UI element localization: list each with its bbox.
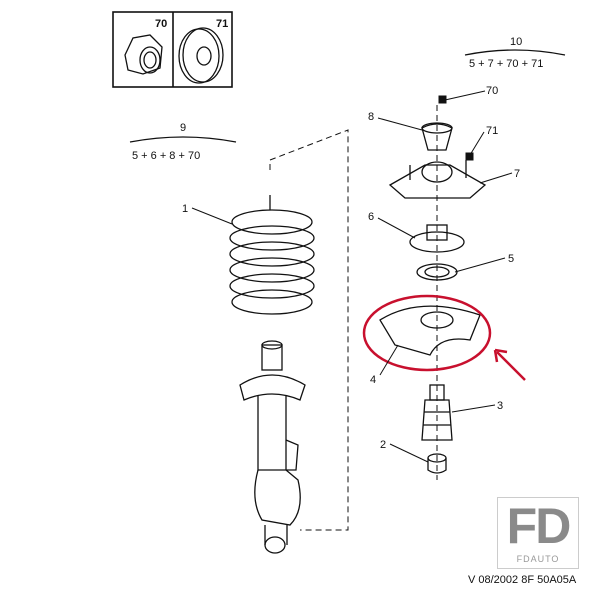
callout-6: 6 <box>368 211 374 223</box>
callout-5: 5 <box>508 253 514 265</box>
callout-1: 1 <box>182 203 188 215</box>
watermark-brand: FDAUTO <box>516 554 560 564</box>
kit-number: 10 <box>510 36 522 48</box>
callout-71: 71 <box>486 125 498 137</box>
spring-seat-4 <box>379 305 481 356</box>
shock-absorber-strut <box>239 340 306 554</box>
kit-10: 10 5 + 7 + 70 + 71 <box>464 36 566 70</box>
watermark-logo: FD <box>506 498 572 554</box>
bump-stop-3 <box>421 384 453 441</box>
parts-box: 70 71 <box>112 11 233 88</box>
kit-9: 9 5 + 6 + 8 + 70 <box>129 122 237 162</box>
callout-2: 2 <box>380 439 386 451</box>
kit-number: 9 <box>180 122 186 134</box>
callout-3: 3 <box>497 400 503 412</box>
fdauto-watermark: FD FDAUTO <box>497 497 579 569</box>
bump-stop-cap-8 <box>421 122 453 151</box>
dust-cover-2 <box>427 453 447 474</box>
coil-spring <box>229 195 315 315</box>
reference-code: V 08/2002 8F 50A05A <box>468 574 577 586</box>
part-label-71: 71 <box>216 18 228 30</box>
callout-4: 4 <box>370 374 376 386</box>
top-mount-7 <box>388 160 487 199</box>
highlight-circle <box>362 294 492 372</box>
callout-70: 70 <box>486 85 498 97</box>
callout-7: 7 <box>514 168 520 180</box>
washer-icon <box>178 27 224 84</box>
callout-leaders <box>191 90 513 463</box>
nut-icon <box>124 34 163 75</box>
highlight-arrow <box>493 348 526 381</box>
assembly-guide-lines <box>269 105 438 531</box>
callout-8: 8 <box>368 111 374 123</box>
bearing-6 <box>409 224 465 253</box>
part-label-70: 70 <box>155 18 167 30</box>
kit-contents: 5 + 6 + 8 + 70 <box>132 150 200 162</box>
kit-contents: 5 + 7 + 70 + 71 <box>469 58 543 70</box>
seat-5 <box>416 263 458 281</box>
